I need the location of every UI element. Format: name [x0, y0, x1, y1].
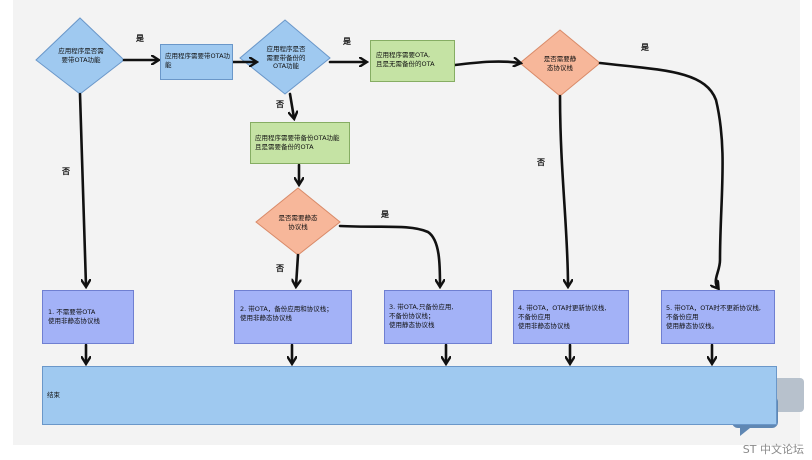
edge-d1-no: [78, 92, 86, 286]
edge-d2-no: [290, 92, 294, 118]
decision-needs-ota-text: 应用程序是否需 要带OTA功能: [58, 47, 104, 64]
decision-needs-backup-ota-text: 应用程序是否 需要带备份的 OTA功能: [266, 45, 306, 70]
result-2: 2. 带OTA，备份应用和协议栈； 使用非静态协议栈: [234, 290, 352, 344]
box-needs-ota-text: 应用程序需要带OTA功 能: [165, 52, 231, 69]
box-backup-ota: 应用程序需要带备份OTA功能 且是需要备份的OTA: [250, 122, 350, 164]
result-5-text: 5. 带OTA，OTA时不更新协议栈, 不备份应用 使用静态协议栈。: [666, 304, 761, 330]
edge-label-yes-4: 是: [381, 210, 389, 219]
edge-d3-yes: [598, 61, 724, 288]
edge-label-no-3: 否: [537, 158, 545, 167]
result-1: 1. 不需要带OTA 使用非静态协议栈: [42, 290, 134, 344]
result-4: 4. 带OTA，OTA时更新协议栈, 不备份应用 使用非静态协议栈: [513, 290, 629, 344]
edge-label-no-1: 否: [62, 167, 70, 176]
result-1-text: 1. 不需要带OTA 使用非静态协议栈: [48, 308, 100, 325]
result-2-text: 2. 带OTA，备份应用和协议栈； 使用非静态协议栈: [240, 305, 333, 322]
result-3: 3. 带OTA,只备份应用, 不备份协议栈； 使用静态协议栈: [384, 290, 492, 344]
decision-static-stack-left-text: 是否需要静态 协议栈: [278, 214, 318, 231]
edge-d4-yes: [338, 224, 440, 286]
decision-needs-backup-ota: [239, 19, 331, 95]
result-4-text: 4. 带OTA，OTA时更新协议栈, 不备份应用 使用非静态协议栈: [518, 304, 607, 330]
edge-label-yes-1: 是: [136, 34, 144, 43]
edge-d4-no: [296, 253, 298, 286]
result-3-text: 3. 带OTA,只备份应用, 不备份协议栈； 使用静态协议栈: [389, 303, 454, 329]
box-backup-ota-text: 应用程序需要带备份OTA功能 且是需要备份的OTA: [255, 134, 340, 151]
result-5: 5. 带OTA，OTA时不更新协议栈, 不备份应用 使用静态协议栈。: [661, 290, 775, 344]
end-node-text: 结束: [47, 391, 60, 399]
edge-d3-no: [558, 94, 568, 286]
edge-label-yes-2: 是: [343, 37, 351, 46]
end-node: 结束: [42, 366, 777, 425]
box-no-backup-ota: 应用程序需要OTA, 且是无需备份的OTA: [370, 40, 455, 82]
edge-label-yes-3: 是: [641, 43, 649, 52]
watermark-text: ST 中文论坛: [742, 443, 804, 456]
edge-label-no-4: 否: [276, 264, 284, 273]
edge-green-to-d3: [453, 62, 520, 65]
edge-label-no-2: 否: [276, 100, 284, 109]
decision-static-stack-right-text: 是否需要静 态协议栈: [543, 55, 577, 72]
box-no-backup-ota-text: 应用程序需要OTA, 且是无需备份的OTA: [376, 51, 435, 68]
box-needs-ota: 应用程序需要带OTA功 能: [160, 44, 233, 80]
